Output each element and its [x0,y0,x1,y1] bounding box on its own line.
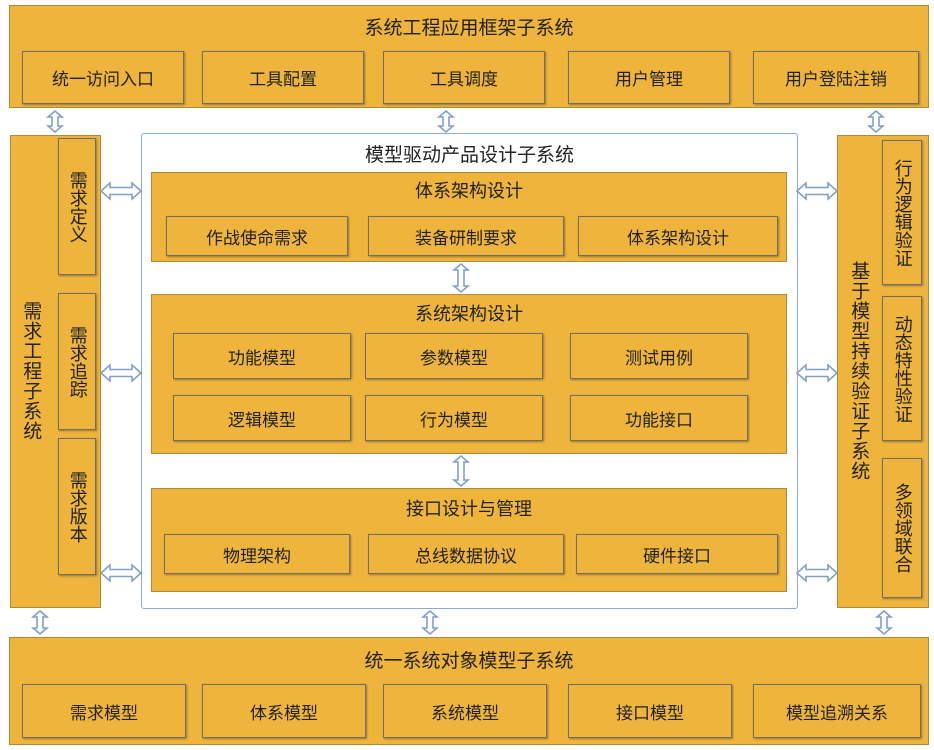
arch-item-equipment-req: 装备研制要求 [368,216,564,256]
bottom-item-arch-model: 体系模型 [202,684,366,738]
left-item-req-version: 需求版本 [58,438,96,575]
top-item-unified-access: 统一访问入口 [22,51,184,104]
arrow-left-center-3 [99,563,143,583]
arch-design-title: 体系架构设计 [415,181,523,202]
right-subsystem-title: 基于模型持续验证子系统 [848,261,871,481]
arrow-center-right-1 [795,181,839,201]
arch-item-mission-req: 作战使命需求 [166,216,348,256]
top-item-tool-dispatch: 工具调度 [383,51,545,104]
right-item-dynamic-verification: 动态特性验证 [882,296,922,441]
right-item-behavior-logic: 行为逻辑验证 [882,140,922,285]
arch-design-block: 体系架构设计 作战使命需求 装备研制要求 体系架构设计 [151,172,787,262]
arrow-top-left [45,109,65,134]
top-item-user-management: 用户管理 [568,51,730,104]
bottom-item-trace-relation: 模型追溯关系 [753,684,921,738]
bottom-item-interface-model: 接口模型 [568,684,732,738]
arrow-top-center [436,109,456,134]
sys-item-function-interface: 功能接口 [570,395,748,441]
sys-design-title: 系统架构设计 [415,304,523,325]
arrow-center-right-2 [795,363,839,383]
left-item-req-trace: 需求追踪 [58,293,96,430]
arrow-bottom-right [874,609,894,636]
bottom-subsystem-title: 统一系统对象模型子系统 [364,649,574,672]
bottom-item-system-model: 系统模型 [383,684,547,738]
bottom-item-req-model: 需求模型 [22,684,186,738]
arch-item-architecture: 体系架构设计 [578,216,778,256]
sys-item-logic-model: 逻辑模型 [173,395,351,441]
iface-item-bus-protocol: 总线数据协议 [368,534,564,574]
sys-item-behavior-model: 行为模型 [365,395,543,441]
sys-item-function-model: 功能模型 [173,333,351,379]
iface-design-block: 接口设计与管理 物理架构 总线数据协议 硬件接口 [151,488,787,592]
iface-design-title: 接口设计与管理 [406,499,532,520]
sys-design-block: 系统架构设计 功能模型 参数模型 测试用例 逻辑模型 行为模型 功能接口 [151,294,787,454]
arrow-bottom-left [30,609,50,636]
top-subsystem: 系统工程应用框架子系统 统一访问入口 工具配置 工具调度 用户管理 用户登陆注销 [9,5,929,108]
sys-item-parameter-model: 参数模型 [365,333,543,379]
top-item-user-login-logout: 用户登陆注销 [753,51,919,104]
arrow-top-right [866,109,886,134]
arrow-bottom-center [420,609,440,636]
arrow-left-center-1 [99,181,143,201]
right-subsystem: 基于模型持续验证子系统 行为逻辑验证 动态特性验证 多领域联合 [837,135,929,608]
top-item-tool-config: 工具配置 [202,51,364,104]
center-panel-title: 模型驱动产品设计子系统 [364,143,574,166]
top-subsystem-title: 系统工程应用框架子系统 [364,16,574,39]
iface-item-physical-arch: 物理架构 [164,534,350,574]
right-item-multi-domain: 多领域联合 [882,458,922,598]
left-item-req-definition: 需求定义 [58,138,96,275]
iface-item-hardware-interface: 硬件接口 [576,534,778,574]
bottom-subsystem: 统一系统对象模型子系统 需求模型 体系模型 系统模型 接口模型 模型追溯关系 [9,637,929,745]
left-subsystem: 需求工程子系统 需求定义 需求追踪 需求版本 [10,135,101,608]
left-subsystem-title: 需求工程子系统 [20,301,43,441]
arrow-center-right-3 [795,563,839,583]
arrow-left-center-2 [99,363,143,383]
sys-item-test-case: 测试用例 [570,333,748,379]
